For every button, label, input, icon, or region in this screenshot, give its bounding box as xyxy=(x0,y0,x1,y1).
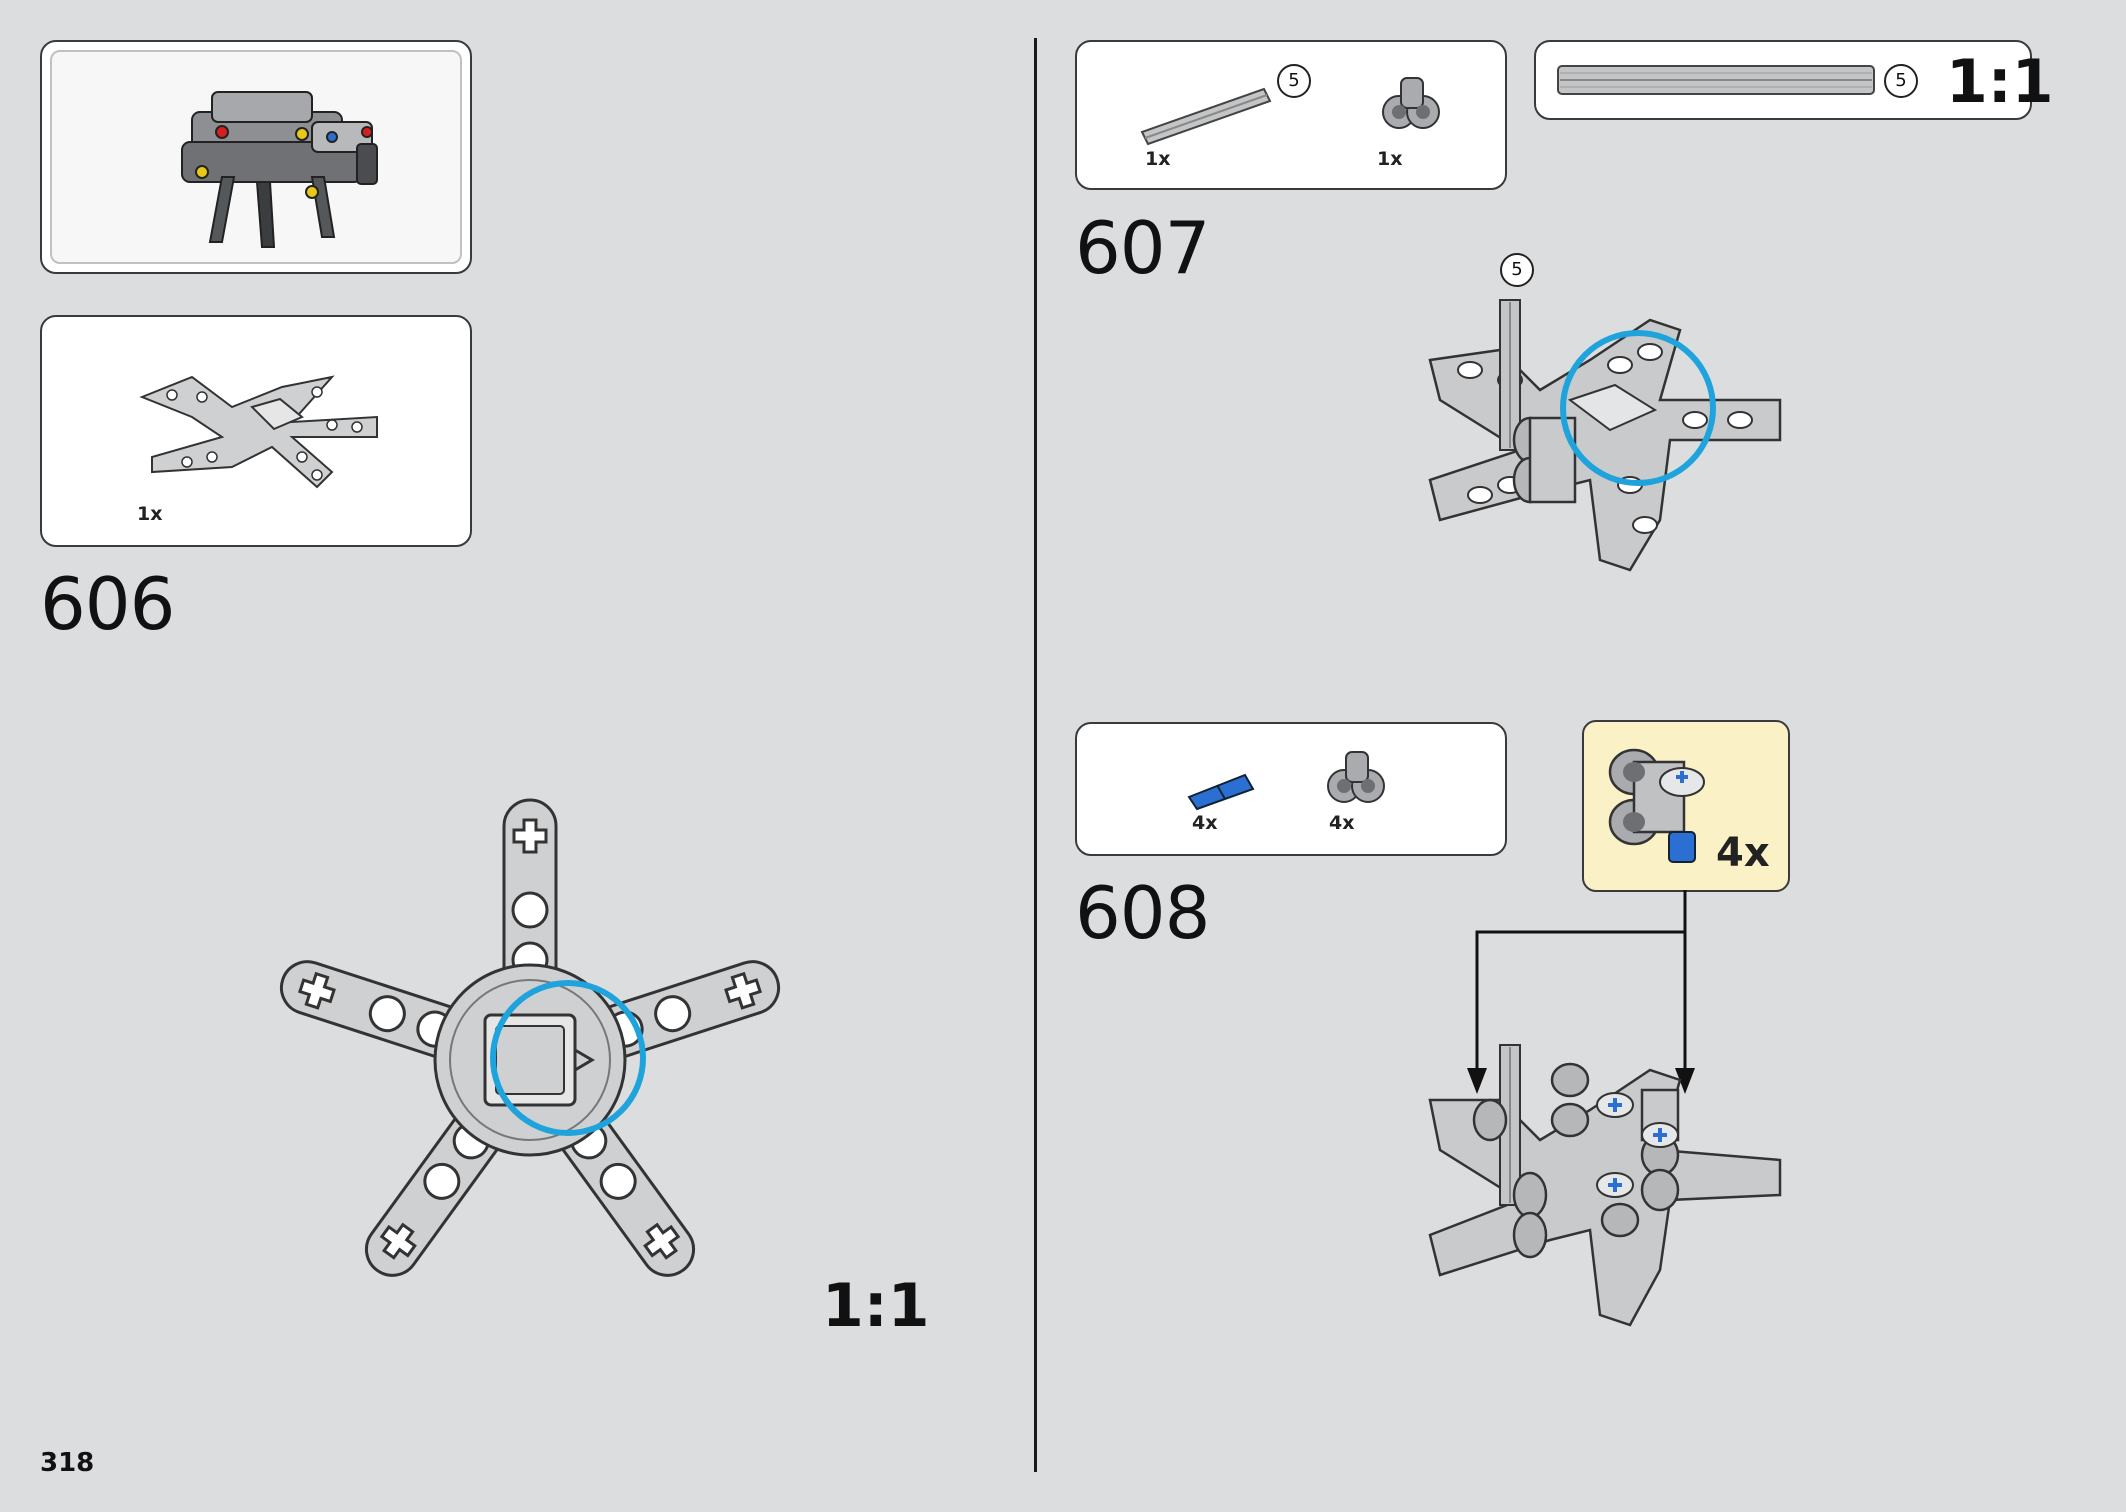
part-qty: 1x xyxy=(137,503,163,525)
axle-length-badge: 5 xyxy=(1500,253,1534,287)
scale-label-1to1-right: 1:1 xyxy=(1946,47,2054,117)
subassembly-callout: 4x xyxy=(1582,720,1790,892)
five-arm-star-beam-icon xyxy=(139,375,378,489)
part-qty: 4x xyxy=(1192,812,1218,834)
part-qty: 1x xyxy=(1145,148,1171,170)
step-608-assembly-drawing xyxy=(1428,1044,1782,1327)
blue-axle-pin-icon xyxy=(1187,773,1255,811)
assembled-leg-model-icon xyxy=(181,91,378,248)
subassembly-qty: 4x xyxy=(1716,830,1770,876)
scale-label-1to1-left: 1:1 xyxy=(822,1271,930,1341)
double-pin-connector-icon xyxy=(1327,751,1385,803)
axle-length-badge: 5 xyxy=(1884,64,1918,98)
step-number-607: 607 xyxy=(1075,206,1210,290)
connector-with-blue-pin-icon xyxy=(1608,748,1705,863)
axle-length-badge: 5 xyxy=(1277,64,1311,98)
step-607-parts-box: 5 1x 1x xyxy=(1075,40,1507,190)
step-608-parts-box: 4x 4x xyxy=(1075,722,1507,856)
axle-5-icon xyxy=(1140,87,1272,146)
step-606-parts-box: 1x xyxy=(40,315,472,547)
highlight-circle xyxy=(490,980,646,1136)
axle-scale-box: 5 1:1 xyxy=(1534,40,2054,120)
step-number-608: 608 xyxy=(1075,871,1210,955)
page-divider xyxy=(1034,38,1037,1472)
page-number: 318 xyxy=(40,1448,95,1478)
part-qty: 1x xyxy=(1377,148,1403,170)
placement-arrows xyxy=(1467,890,1695,1094)
part-qty: 4x xyxy=(1329,812,1355,834)
step-number-606: 606 xyxy=(40,562,175,646)
star-beam-1to1-drawing xyxy=(273,798,787,1288)
highlight-circle xyxy=(1560,330,1716,486)
step-607-assembly-drawing xyxy=(1428,299,1782,572)
double-pin-connector-icon xyxy=(1382,77,1440,129)
submodel-preview-box xyxy=(40,40,472,274)
axle-5-1to1-icon xyxy=(1557,65,1875,95)
